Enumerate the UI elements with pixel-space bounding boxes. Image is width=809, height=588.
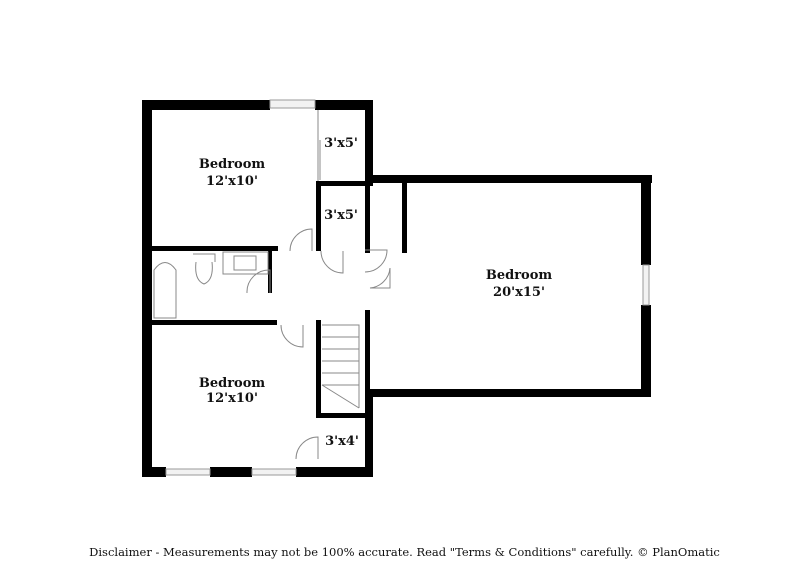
room-name: Bedroom — [486, 268, 553, 283]
bathtub — [153, 262, 177, 319]
door-swing — [289, 228, 313, 252]
sink — [222, 251, 269, 275]
toilet — [193, 253, 216, 285]
room-size: 3'x5' — [324, 208, 358, 223]
room-size: 12'x10' — [206, 391, 258, 406]
stairs — [321, 324, 360, 409]
room-size: 3'x4' — [325, 434, 359, 449]
walls — [142, 100, 652, 477]
room-name: Bedroom — [199, 376, 266, 391]
room-name: Bedroom — [199, 157, 266, 172]
room-size: 20'x15' — [493, 285, 545, 300]
windows — [165, 99, 650, 476]
room-labels: Bedroom 12'x10' 3'x5' 3'x5' Bedroom 20'x… — [199, 136, 553, 449]
disclaimer-text: Disclaimer - Measurements may not be 100… — [89, 545, 720, 559]
room-size: 12'x10' — [206, 174, 258, 189]
room-size: 3'x5' — [324, 136, 358, 151]
sliding-door — [317, 110, 321, 181]
fixtures — [153, 110, 391, 460]
